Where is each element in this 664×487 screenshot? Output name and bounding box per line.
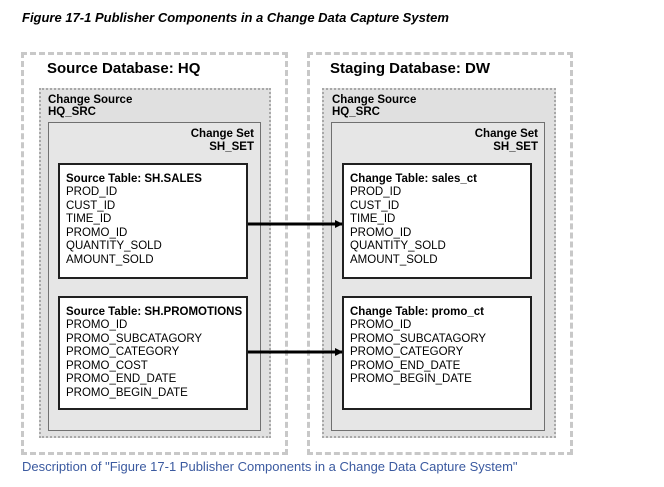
source-change-source-id: HQ_SRC <box>48 106 96 118</box>
staging-change-source-name: Change Source <box>332 94 417 106</box>
source-change-source-label: Change Source HQ_SRC <box>48 94 132 118</box>
source-table-promotions-title: Source Table: SH.PROMOTIONS <box>66 306 243 318</box>
staging-table-promo-ct: Change Table: promo_ct PROMO_ID PROMO_SU… <box>342 296 532 410</box>
table-column: AMOUNT_SOLD <box>350 253 438 266</box>
table-column: PROD_ID <box>66 186 118 198</box>
table-column: AMOUNT_SOLD <box>66 253 154 266</box>
source-table-promotions: Source Table: SH.PROMOTIONS PROMO_ID PRO… <box>58 296 248 410</box>
staging-change-source-label: Change Source HQ_SRC <box>332 94 416 118</box>
staging-table-sales-ct: Change Table: sales_ct PROD_ID CUST_ID T… <box>342 163 532 279</box>
table-column: PROMO_ID <box>66 226 128 239</box>
source-change-set-name: Change Set <box>190 128 254 140</box>
table-column: PROMO_ID <box>350 226 412 239</box>
source-table-sales: Source Table: SH.SALES PROD_ID CUST_ID T… <box>58 163 248 279</box>
table-column: PROMO_BEGIN_DATE <box>66 386 188 399</box>
table-column: PROMO_COST <box>66 359 148 372</box>
source-table-sales-title: Source Table: SH.SALES <box>66 173 202 185</box>
table-column: CUST_ID <box>66 199 116 212</box>
staging-change-set-label: Change Set SH_SET <box>475 128 538 154</box>
staging-change-set-id: SH_SET <box>493 141 538 153</box>
table-column: PROMO_SUBCATAGORY <box>66 332 203 345</box>
source-change-source-name: Change Source <box>48 94 133 106</box>
staging-change-set-name: Change Set <box>474 128 538 140</box>
table-column: PROMO_BEGIN_DATE <box>350 373 472 386</box>
table-column: PROMO_END_DATE <box>350 359 461 372</box>
figure-title: Figure 17-1 Publisher Components in a Ch… <box>22 10 449 25</box>
staging-table-sales-ct-title: Change Table: sales_ct <box>350 173 477 185</box>
source-database-title: Source Database: HQ <box>47 60 201 77</box>
table-column: PROMO_CATEGORY <box>66 346 180 359</box>
table-column: PROD_ID <box>350 186 402 198</box>
staging-table-promo-ct-title: Change Table: promo_ct <box>350 306 484 318</box>
staging-change-source-id: HQ_SRC <box>332 106 380 118</box>
table-column: PROMO_SUBCATAGORY <box>350 332 487 345</box>
table-column: PROMO_ID <box>350 319 412 331</box>
table-column: CUST_ID <box>350 199 400 212</box>
table-column: PROMO_ID <box>66 319 128 331</box>
figure-description-link[interactable]: Description of "Figure 17-1 Publisher Co… <box>22 459 518 474</box>
table-column: PROMO_CATEGORY <box>350 346 464 359</box>
source-change-set-label: Change Set SH_SET <box>191 128 254 154</box>
table-column: PROMO_END_DATE <box>66 373 177 386</box>
table-column: TIME_ID <box>350 213 396 226</box>
table-column: QUANTITY_SOLD <box>66 240 162 253</box>
staging-database-title: Staging Database: DW <box>330 60 491 77</box>
table-column: QUANTITY_SOLD <box>350 240 446 253</box>
source-change-set-id: SH_SET <box>209 141 254 153</box>
table-column: TIME_ID <box>66 213 112 226</box>
